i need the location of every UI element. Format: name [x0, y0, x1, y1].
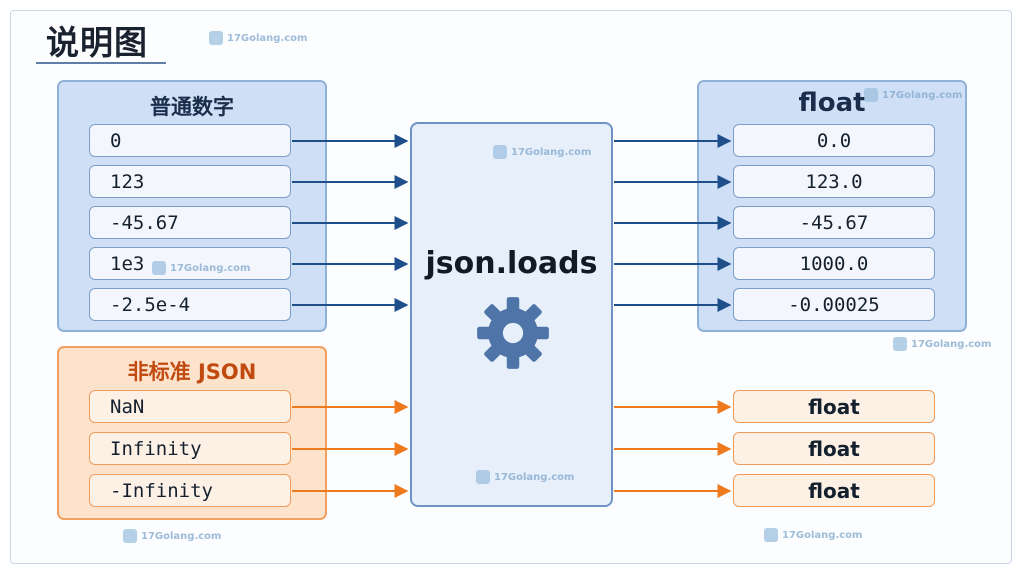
input-value-box: -45.67 — [89, 206, 291, 239]
watermark: 17Golang.com — [476, 470, 574, 484]
watermark: 17Golang.com — [123, 529, 221, 543]
input-value-box: 1e3 — [89, 247, 291, 280]
watermark: 17Golang.com — [209, 31, 307, 45]
watermark-text: 17Golang.com — [782, 529, 863, 541]
gear-icon — [477, 297, 549, 369]
watermark-logo-icon — [476, 470, 490, 484]
watermark-text: 17Golang.com — [511, 146, 592, 158]
output-value-box: 0.0 — [733, 124, 935, 157]
watermark: 17Golang.com — [893, 337, 991, 351]
watermark-text: 17Golang.com — [170, 262, 251, 274]
watermark-logo-icon — [764, 528, 778, 542]
output-value-box: 1000.0 — [733, 247, 935, 280]
watermark-logo-icon — [209, 31, 223, 45]
watermark-text: 17Golang.com — [227, 32, 308, 44]
watermark: 17Golang.com — [493, 145, 591, 159]
input-value-box: -2.5e-4 — [89, 288, 291, 321]
json-loads-processor: json.loads — [410, 122, 613, 507]
watermark-logo-icon — [864, 88, 878, 102]
output-value-box: -0.00025 — [733, 288, 935, 321]
watermark: 17Golang.com — [152, 261, 250, 275]
special-value-box: NaN — [89, 390, 291, 423]
watermark-text: 17Golang.com — [141, 530, 222, 542]
special-value-box: -Infinity — [89, 474, 291, 507]
title-underline — [36, 62, 166, 64]
standard-numbers-title: 普通数字 — [150, 95, 234, 119]
output-value-box: -45.67 — [733, 206, 935, 239]
float-result-box: float — [733, 474, 935, 507]
float-result-box: float — [733, 432, 935, 465]
input-value-box: 0 — [89, 124, 291, 157]
float-output-title: float — [798, 88, 866, 118]
watermark-text: 17Golang.com — [882, 89, 963, 101]
float-result-box: float — [733, 390, 935, 423]
watermark-text: 17Golang.com — [911, 338, 992, 350]
watermark-logo-icon — [152, 261, 166, 275]
input-value-box: 123 — [89, 165, 291, 198]
watermark: 17Golang.com — [764, 528, 862, 542]
watermark-logo-icon — [893, 337, 907, 351]
output-value-box: 123.0 — [733, 165, 935, 198]
watermark-text: 17Golang.com — [494, 471, 575, 483]
non-standard-json-title: 非标准 JSON — [127, 360, 257, 384]
page-title: 说明图 — [46, 23, 148, 62]
watermark: 17Golang.com — [864, 88, 962, 102]
processor-label: json.loads — [425, 246, 598, 281]
watermark-logo-icon — [123, 529, 137, 543]
special-value-box: Infinity — [89, 432, 291, 465]
watermark-logo-icon — [493, 145, 507, 159]
